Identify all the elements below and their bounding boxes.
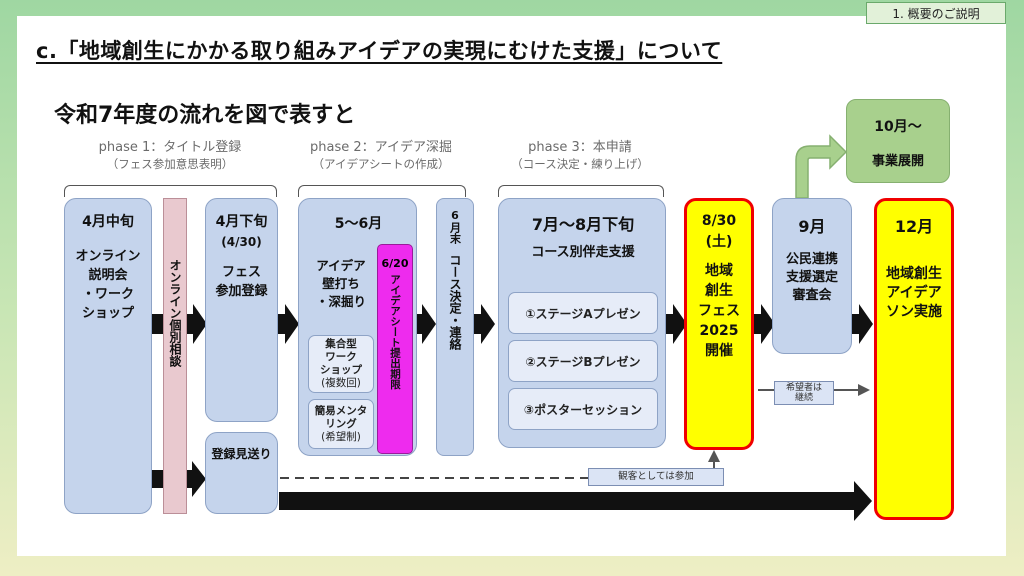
mentoring-label: 簡易メンタ リング [314, 404, 368, 430]
section-tag: 1. 概要のご説明 [866, 2, 1006, 24]
workshop-box: 集合型 ワーク ショップ (複数回) [308, 335, 374, 393]
sheet-deadline-label: アイデアシート提出期限 [389, 274, 401, 390]
workshop-label: 集合型 ワーク ショップ [320, 338, 362, 376]
consult-label: オンライン個別相談 [168, 259, 182, 367]
phase-1-title: phase 1：タイトル登録 [98, 140, 242, 155]
box-december: 12月 地域創生 アイデア ソン実施 [874, 198, 954, 520]
arrow-july-to-fes [666, 304, 687, 344]
july-aug-heading: 7月〜8月下旬 [531, 215, 635, 234]
arrow-consult-to-reg [186, 304, 207, 344]
fes-body: 地域 創生 フェス 2025 開催 [698, 263, 740, 359]
fes-day: (土) [705, 234, 733, 250]
phase-2-subtitle: （アイデアシートの作成） [312, 157, 450, 171]
fes-date: 8/30 [701, 213, 737, 229]
sept-heading: 9月 [798, 217, 826, 236]
mentoring-box: 簡易メンタ リング (希望制) [308, 399, 374, 449]
phase-1-label: phase 1：タイトル登録 （フェス参加意思表明） [62, 140, 278, 172]
stage-a-item: ①ステージAプレゼン [508, 292, 658, 334]
sept-body: 公民連携 支援選定 審査会 [785, 252, 838, 303]
april-late-body: フェス 参加登録 [215, 265, 268, 299]
box-july-august: 7月〜8月下旬 コース別伴走支援 ①ステージAプレゼン ②ステージBプレゼン ③… [498, 198, 666, 448]
phase-3-subtitle: （コース決定・練り上げ） [511, 157, 649, 171]
box-registration-skip: 登録見送り [205, 432, 278, 514]
box-september: 9月 公民連携 支援選定 審査会 [772, 198, 852, 354]
skip-label: 登録見送り [211, 447, 272, 461]
page-title: c.「地域創生にかかる取り組みアイデアの実現にむけた支援」について [36, 39, 723, 63]
workshop-note: (複数回) [321, 377, 361, 389]
green-up-arrow [795, 134, 848, 199]
phase-2-title: phase 2：アイデア深掘 [310, 140, 452, 155]
arrow-fes-to-sept [754, 304, 775, 344]
june-end-month: 6月末 [448, 209, 462, 244]
june-end-label: コース決定・連絡 [448, 254, 462, 350]
may-june-body: アイデア 壁打ち ・深掘り [315, 258, 366, 309]
box-april-late: 4月下旬 (4/30) フェス 参加登録 [205, 198, 278, 422]
stage-b-item: ②ステージBプレゼン [508, 340, 658, 382]
phase-1-subtitle: （フェス参加意思表明） [106, 157, 234, 171]
phase-1-brace [64, 185, 277, 197]
sheet-deadline-date: 6/20 [381, 257, 409, 270]
arrow-june-to-july [474, 304, 495, 344]
phase-3-label: phase 3：本申請 （コース決定・練り上げ） [496, 140, 664, 172]
phase-2-brace [298, 185, 466, 197]
box-june-end: 6月末 コース決定・連絡 [436, 198, 474, 456]
box-fes: 8/30 (土) 地域 創生 フェス 2025 開催 [684, 198, 754, 450]
phase-3-brace [498, 185, 664, 197]
phase-2-label: phase 2：アイデア深掘 （アイデアシートの作成） [296, 140, 466, 172]
poster-session-item: ③ポスターセッション [508, 388, 658, 430]
continue-note: 希望者は 継続 [774, 381, 834, 405]
box-october: 10月〜 事業展開 [846, 99, 950, 183]
oct-heading: 10月〜 [874, 119, 922, 135]
page-subtitle: 令和7年度の流れを図で表すと [54, 103, 356, 128]
phase-3-title: phase 3：本申請 [528, 140, 632, 155]
dec-body: 地域創生 アイデア ソン実施 [886, 266, 942, 320]
april-late-date: (4/30) [221, 235, 262, 249]
april-mid-heading: 4月中旬 [82, 214, 134, 230]
box-sheet-deadline: 6/20 アイデアシート提出期限 [377, 244, 413, 454]
arrow-idea-to-june [415, 304, 436, 344]
mentoring-note: (希望制) [321, 430, 361, 443]
april-late-heading: 4月下旬 [215, 214, 268, 230]
april-mid-body: オンライン 説明会 ・ワーク ショップ [75, 249, 141, 321]
observer-note: 観客としては参加 [588, 468, 724, 486]
arrow-skip-to-dec [279, 481, 872, 521]
oct-body: 事業展開 [871, 154, 924, 169]
arrow-reg-to-idea [278, 304, 299, 344]
arrow-sept-to-dec [852, 304, 873, 344]
arrow-consult-to-skip [186, 461, 206, 497]
box-april-mid: 4月中旬 オンライン 説明会 ・ワーク ショップ [64, 198, 152, 514]
box-individual-consult: オンライン個別相談 [163, 198, 187, 514]
may-june-heading: 5〜6月 [334, 216, 383, 232]
dec-heading: 12月 [894, 217, 934, 236]
july-aug-subheading: コース別伴走支援 [531, 245, 635, 260]
